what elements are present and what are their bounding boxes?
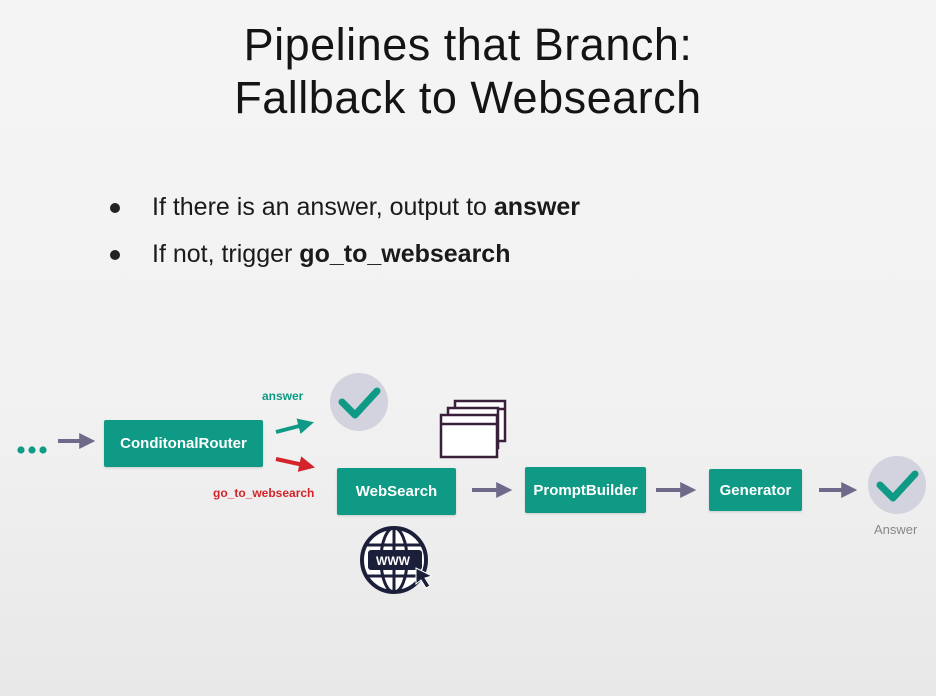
bullet-dot-icon bbox=[110, 250, 120, 260]
title-line-1: Pipelines that Branch: bbox=[243, 19, 693, 70]
node-generator: Generator bbox=[709, 469, 802, 511]
bullet-dot-icon bbox=[110, 203, 120, 213]
globe-www-text: WWW bbox=[376, 554, 411, 568]
title-line-2: Fallback to Websearch bbox=[234, 72, 702, 123]
edge-label-go-to-websearch: go_to_websearch bbox=[213, 486, 315, 500]
answer-check-icon bbox=[330, 373, 388, 431]
slide-title: Pipelines that Branch: Fallback to Webse… bbox=[0, 18, 936, 124]
final-answer-label: Answer bbox=[874, 522, 918, 537]
edge-label-answer: answer bbox=[262, 389, 304, 403]
globe-www-icon: WWW bbox=[360, 526, 434, 594]
arrow-go-to-websearch bbox=[275, 456, 316, 472]
cursor-icon bbox=[415, 567, 434, 589]
bullet-bold-go-to-websearch: go_to_websearch bbox=[299, 240, 511, 268]
final-answer-check-icon bbox=[868, 456, 926, 514]
browser-windows-icon bbox=[439, 399, 507, 459]
arrow-answer bbox=[275, 418, 314, 434]
node-prompt-builder: PromptBuilder bbox=[525, 467, 646, 513]
bullet-list: If there is an answer, output to answer … bbox=[108, 184, 580, 278]
node-conditional-router: ConditonalRouter bbox=[104, 420, 263, 467]
bullet-bold-answer: answer bbox=[493, 193, 581, 221]
bullet-item: If not, trigger go_to_websearch bbox=[108, 231, 580, 278]
node-websearch: WebSearch bbox=[337, 468, 456, 515]
bullet-item: If there is an answer, output to answer bbox=[108, 184, 580, 231]
ellipsis-icon bbox=[17, 446, 47, 454]
